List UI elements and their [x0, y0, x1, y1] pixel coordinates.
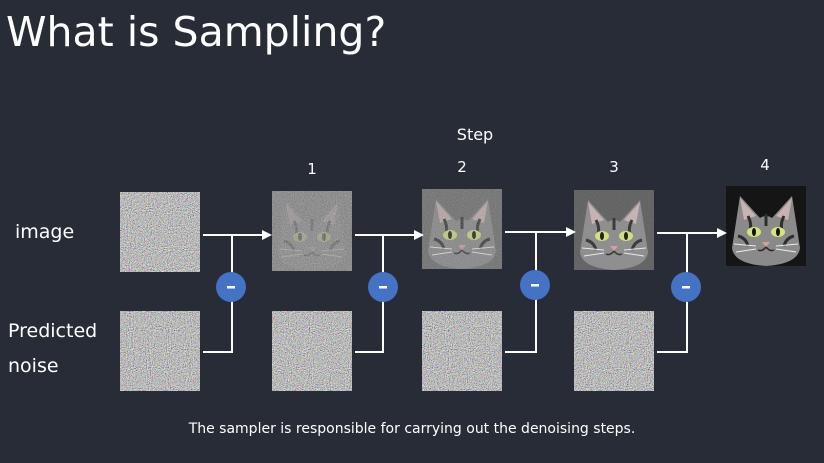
- predicted-noise-panel-3: [422, 311, 502, 391]
- step-number-2: 2: [457, 158, 467, 176]
- subtract-operator-1: [216, 272, 246, 302]
- minus-icon: [227, 286, 235, 289]
- arrowhead-2: [414, 230, 424, 240]
- subtract-operator-2: [368, 272, 398, 302]
- minus-icon: [682, 286, 690, 289]
- image-panel-noise: [120, 192, 200, 272]
- arrowhead-4: [717, 228, 727, 238]
- image-panel-step-3: [574, 190, 654, 272]
- step-number-4: 4: [760, 156, 770, 174]
- slide-caption: The sampler is responsible for carrying …: [188, 421, 636, 437]
- step-number-3: 3: [609, 158, 619, 176]
- predicted-noise-panel-2: [272, 311, 352, 391]
- step-number-1: 1: [307, 160, 317, 178]
- arrowhead-1: [262, 230, 272, 240]
- image-panel-step-1: [272, 191, 352, 273]
- subtract-operator-4: [671, 272, 701, 302]
- subtract-operator-3: [520, 270, 550, 300]
- predicted-noise-label-line2: noise: [8, 355, 59, 377]
- predicted-noise-panel-4: [574, 311, 654, 391]
- minus-icon: [379, 286, 387, 289]
- predicted-noise-panel-1: [120, 311, 200, 391]
- slide-title: What is Sampling?: [6, 8, 387, 56]
- minus-icon: [531, 284, 539, 287]
- image-row-label: image: [15, 221, 75, 243]
- arrowheads: [262, 227, 727, 240]
- step-heading: Step: [456, 125, 494, 144]
- predicted-noise-label-line1: Predicted: [8, 320, 98, 342]
- arrowhead-3: [566, 227, 576, 237]
- image-panel-step-2: [422, 189, 502, 271]
- image-panel-step-4: [726, 186, 806, 268]
